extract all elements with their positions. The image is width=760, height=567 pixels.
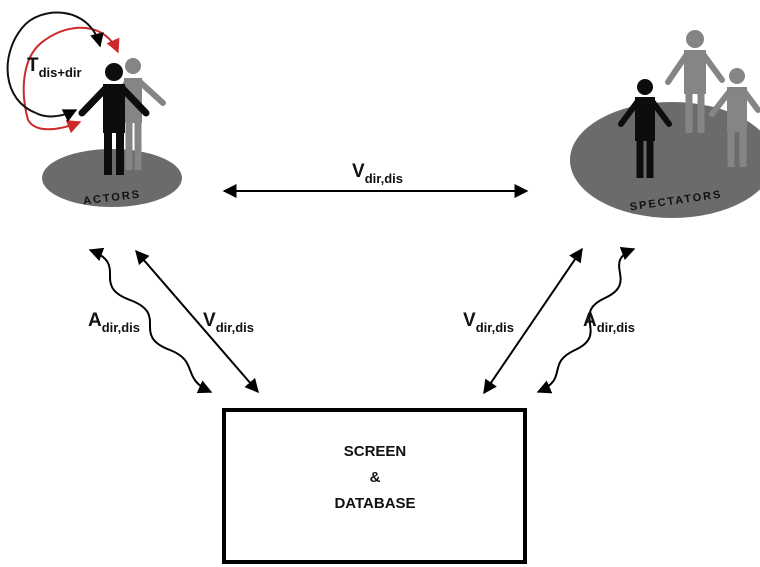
audio-label-right: Adir,dis <box>583 310 635 335</box>
vision-label-top: Vdir,dis <box>352 161 403 186</box>
vision-label-right-main: V <box>463 310 476 331</box>
loop-arrow-black <box>6 11 104 114</box>
screen-box-line3: DATABASE <box>334 495 415 512</box>
loop-label: Tdis+dir <box>27 55 82 80</box>
loop-label-sub: dis+dir <box>39 65 82 80</box>
loop-arrow-black-return <box>35 109 78 122</box>
spectators-group: SPECTATORS <box>570 30 760 218</box>
audio-label-left-sub: dir,dis <box>102 320 140 335</box>
vision-label-right: Vdir,dis <box>463 310 514 335</box>
audio-label-left-main: A <box>88 310 102 331</box>
audio-label-right-main: A <box>583 310 597 331</box>
screen-box-line2: & <box>370 469 381 486</box>
vision-label-left: Vdir,dis <box>203 310 254 335</box>
spectators-platform <box>570 102 760 218</box>
vision-label-top-main: V <box>352 161 365 182</box>
spectator-back-figure-2-icon <box>709 68 760 167</box>
actors-group: ACTORS Tdis+dir <box>6 11 182 207</box>
audio-arrow-right <box>536 246 636 394</box>
spectator-front-figure-icon <box>618 79 672 178</box>
vision-label-right-sub: dir,dis <box>476 320 514 335</box>
loop-arrow-red-return <box>27 119 82 134</box>
audio-label-left: Adir,dis <box>88 310 140 335</box>
vision-label-left-sub: dir,dis <box>216 320 254 335</box>
loop-label-main: T <box>27 55 39 76</box>
actor-front-figure-icon <box>78 63 150 175</box>
vision-arrow-left <box>135 249 259 394</box>
screen-box-line1: SCREEN <box>344 443 407 460</box>
screen-database-box: SCREEN & DATABASE <box>222 408 527 564</box>
audio-label-right-sub: dir,dis <box>597 320 635 335</box>
actors-platform <box>42 149 182 207</box>
vision-label-top-sub: dir,dis <box>365 171 403 186</box>
vision-label-left-main: V <box>203 310 216 331</box>
spectator-back-figure-1-icon <box>665 30 725 133</box>
